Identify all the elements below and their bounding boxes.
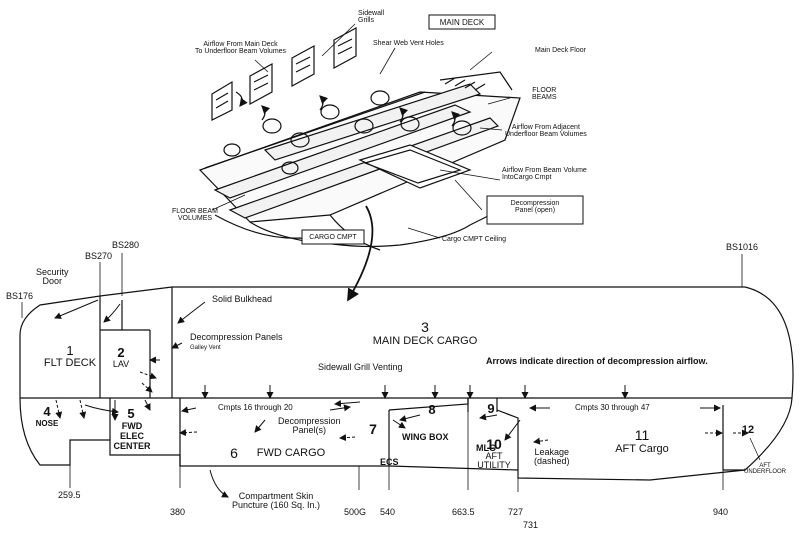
mlg-label: MLG [476, 443, 496, 453]
compartment-5-name: FWD ELEC CENTER [113, 421, 151, 451]
compartment-4-number: 4 [43, 404, 51, 419]
compartment-skin-label: Compartment Skin Puncture (160 Sq. In.) [232, 491, 321, 510]
station-500g: 500G [344, 507, 367, 517]
wing-box-label: WING BOX [402, 432, 449, 442]
compartment-12-number: 12 [741, 424, 755, 436]
cmpts-16-20-label: Cmpts 16 through 20 [218, 403, 293, 412]
floor-structure-sketch [198, 26, 521, 251]
airflow-beam-volume-label: Airflow From Beam Volume IntoCargo Cmpt [502, 167, 587, 181]
shear-web-vent-holes-label: Shear Web Vent Holes [373, 40, 444, 47]
compartment-6-number: 6 [230, 445, 238, 461]
compartment-10-name: AFT UTILITY [477, 451, 511, 470]
aft-underfloor-label: AFT UNDERFLOOR [744, 463, 787, 475]
station-bs1016: BS1016 [726, 242, 759, 252]
floor-beam-volumes-label: FLOOR BEAM VOLUMES [172, 208, 218, 222]
sidewall-grill-venting-label: Sidewall Grill Venting [318, 362, 403, 372]
compartment-2-number: 2 [117, 345, 125, 360]
station-259-5: 259.5 [58, 490, 81, 500]
floor-beams-label: FLOOR BEAMS [532, 87, 557, 101]
sidewall-grills-label: Sidewall Grills [358, 10, 385, 24]
decompression-panels-label: Decompression Panels [190, 332, 283, 342]
compartment-2-name: LAV [112, 359, 130, 369]
security-door-label: Security Door [36, 267, 69, 286]
main-deck-label: MAIN DECK [439, 18, 485, 27]
station-bs176: BS176 [6, 291, 34, 301]
station-bs280: BS280 [112, 240, 140, 250]
station-731: 731 [523, 520, 539, 530]
compartment-1-number: 1 [66, 343, 74, 358]
compartment-7-number: 7 [369, 421, 377, 437]
arrows-note-label: Arrows indicate direction of decompressi… [486, 356, 708, 366]
compartment-8-number: 8 [428, 402, 436, 417]
station-bs270: BS270 [85, 251, 113, 261]
station-540: 540 [380, 507, 396, 517]
decompression-panels-small-label: Decompression Panel(s) [278, 416, 341, 435]
station-727: 727 [508, 507, 524, 517]
compartment-3-number: 3 [421, 319, 429, 335]
cargo-cmpt-ceiling-label: Cargo CMPT Ceiling [442, 236, 507, 243]
ecs-label: ECS [380, 457, 399, 467]
compartment-1-name: FLT DECK [43, 357, 97, 369]
solid-bulkhead-label: Solid Bulkhead [212, 294, 273, 304]
cargo-cmpt-label: CARGO CMPT [309, 234, 357, 241]
cmpts-30-47-label: Cmpts 30 through 47 [575, 403, 650, 412]
station-380: 380 [170, 507, 186, 517]
main-deck-floor-label: Main Deck Floor [535, 47, 586, 54]
station-940: 940 [713, 507, 729, 517]
main-deck-box [428, 14, 496, 30]
galley-vent-label: Galley Vent [190, 345, 221, 351]
compartment-4-name: NOSE [35, 419, 59, 428]
compartment-10-number: 10 [486, 436, 502, 452]
airflow-main-deck-label: Airflow From Main Deck To Underfloor Bea… [195, 41, 287, 55]
compartment-11-name: AFT Cargo [615, 443, 669, 455]
compartment-5-number: 5 [127, 406, 135, 421]
compartment-3-name: MAIN DECK CARGO [372, 335, 478, 347]
airflow-adjacent-label: Airflow From Adjacent Underfloor Beam Vo… [505, 124, 587, 138]
leakage-label: Leakage (dashed) [534, 447, 570, 466]
decompression-panel-open-box [486, 195, 584, 225]
cargo-cmpt-box [301, 229, 365, 245]
compartment-11-number: 11 [634, 427, 650, 443]
compartment-6-name: FWD CARGO [256, 447, 326, 459]
compartment-9-number: 9 [487, 401, 495, 416]
decompression-panel-open-label: Decompression Panel (open) [510, 200, 560, 214]
station-663-5: 663.5 [452, 507, 475, 517]
